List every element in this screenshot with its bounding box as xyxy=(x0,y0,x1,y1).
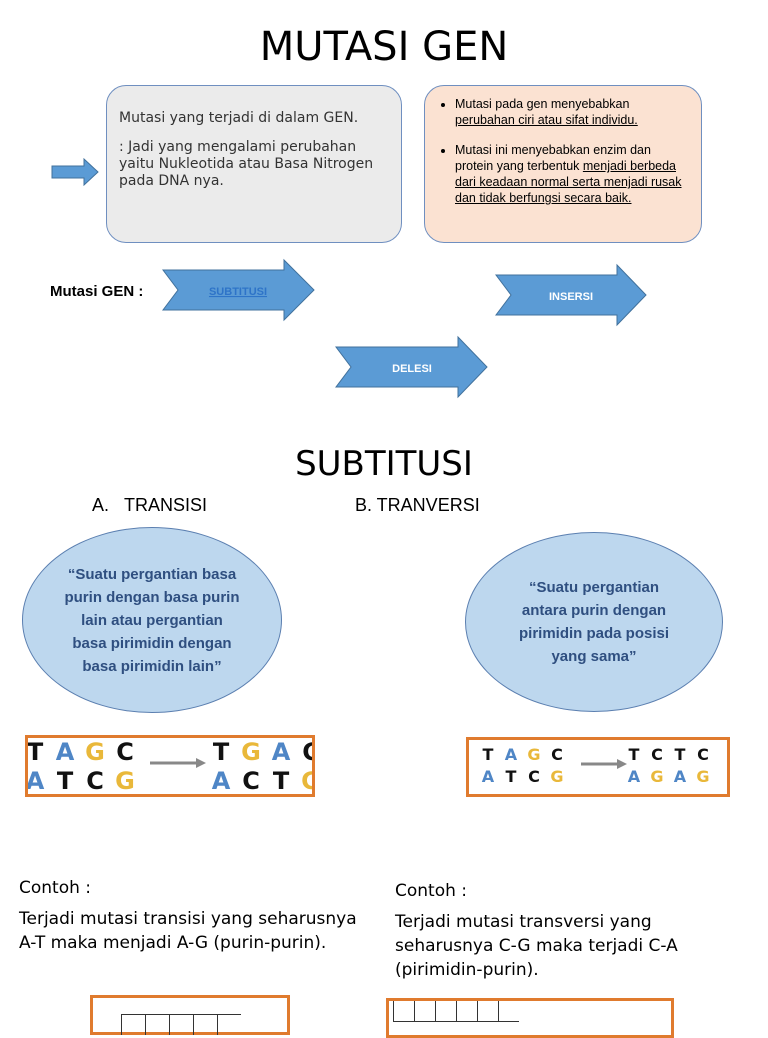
subtitusi-link[interactable]: SUBTITUSI xyxy=(209,286,267,298)
mutation-arrow-icon xyxy=(581,759,627,769)
after-top-base-0: T xyxy=(629,745,640,764)
after-top-base-1: G xyxy=(241,738,261,766)
before-bottom-base-2: C xyxy=(528,767,540,786)
transisi-contoh-text: Terjadi mutasi transisi yang seharusnya … xyxy=(19,909,357,953)
example-grid xyxy=(393,1001,519,1022)
before-bottom-base-2: C xyxy=(86,767,104,794)
page-title: MUTASI GEN xyxy=(259,24,509,70)
after-top-base-2: A xyxy=(272,738,291,766)
delesi-label: DELESI xyxy=(392,363,432,375)
transisi-example-frame xyxy=(90,995,290,1035)
before-bottom-base-0: A xyxy=(28,767,45,794)
tranversi-definition: “Suatu pergantian antara purin dengan pi… xyxy=(465,532,723,712)
before-top-base-1: A xyxy=(56,738,75,766)
before-bottom-base-1: T xyxy=(506,767,517,786)
before-top-base-3: C xyxy=(116,738,134,766)
effect-item-2: Mutasi ini menyebabkan enzim dan protein… xyxy=(455,142,691,206)
after-top-base-1: C xyxy=(651,745,663,764)
before-bottom-base-3: G xyxy=(115,767,135,794)
after-top-base-2: T xyxy=(675,745,686,764)
tranversi-example-frame xyxy=(386,998,674,1038)
delesi-arrow[interactable]: DELESI xyxy=(335,335,488,399)
tranversi-heading: B. TRANVERSI xyxy=(355,495,480,515)
effect-2-text: Mutasi ini menyebabkan enzim dan protein… xyxy=(455,143,651,173)
transisi-contoh-label: Contoh : xyxy=(19,878,92,898)
transisi-definition-text: “Suatu pergantian basa purin dengan basa… xyxy=(64,565,240,675)
after-bottom-base-2: T xyxy=(273,767,290,794)
tranversi-definition-text: “Suatu pergantian antara purin dengan pi… xyxy=(518,579,670,665)
after-bottom-base-2: A xyxy=(674,767,687,786)
example-grid xyxy=(121,1014,241,1035)
after-bottom-base-3: G xyxy=(696,767,709,786)
before-bottom-base-0: A xyxy=(482,767,495,786)
effect-item-1: Mutasi pada gen menyebabkan perubahan ci… xyxy=(455,96,691,128)
effect-1-text: Mutasi pada gen menyebabkan xyxy=(455,97,630,111)
tranversi-contoh-label: Contoh : xyxy=(395,881,468,901)
before-top-base-3: C xyxy=(551,745,563,764)
subtitusi-arrow[interactable]: SUBTITUSI xyxy=(162,258,315,322)
after-top-base-3: C xyxy=(302,738,312,766)
transisi-heading-text: TRANSISI xyxy=(124,495,208,515)
after-top-base-3: C xyxy=(697,745,709,764)
pointer-arrow-icon xyxy=(51,158,99,186)
definition-line-1: Mutasi yang terjadi di dalam GEN. xyxy=(119,110,359,126)
subtitusi-title: SUBTITUSI xyxy=(295,444,473,484)
definition-box: Mutasi yang terjadi di dalam GEN. : Jadi… xyxy=(106,85,402,243)
before-bottom-base-3: G xyxy=(550,767,563,786)
after-bottom-base-0: A xyxy=(628,767,641,786)
before-top-base-0: T xyxy=(28,738,44,766)
mutation-types-diagram: SUBTITUSI INSERSI DELESI xyxy=(162,258,647,399)
before-top-base-2: G xyxy=(527,745,540,764)
before-top-base-0: T xyxy=(483,745,494,764)
after-bottom-base-0: A xyxy=(212,767,231,794)
effect-2-underline: menjadi berbeda dari keadaan normal sert… xyxy=(455,159,682,205)
after-bottom-base-3: G xyxy=(301,767,312,794)
effect-1-underline: perubahan ciri atau sifat individu. xyxy=(455,113,638,127)
mutation-arrow-icon xyxy=(150,758,206,768)
definition-line-2: : Jadi yang mengalami perubahan yaitu Nu… xyxy=(119,139,374,189)
transisi-definition: “Suatu pergantian basa purin dengan basa… xyxy=(22,527,282,713)
before-top-base-1: A xyxy=(505,745,518,764)
after-top-base-0: T xyxy=(213,738,230,766)
before-bottom-base-1: T xyxy=(57,767,74,794)
effects-box: Mutasi pada gen menyebabkan perubahan ci… xyxy=(424,85,702,243)
insersi-arrow[interactable]: INSERSI xyxy=(495,263,647,327)
transisi-letter: A. xyxy=(92,495,110,515)
after-bottom-base-1: C xyxy=(242,767,260,794)
insersi-label: INSERSI xyxy=(549,291,593,303)
transisi-heading: A. TRANSISI xyxy=(92,495,207,516)
before-top-base-2: G xyxy=(85,738,105,766)
types-label: Mutasi GEN : xyxy=(50,283,144,300)
tranversi-contoh-text: Terjadi mutasi transversi yang seharusny… xyxy=(395,912,678,980)
after-bottom-base-1: G xyxy=(650,767,663,786)
